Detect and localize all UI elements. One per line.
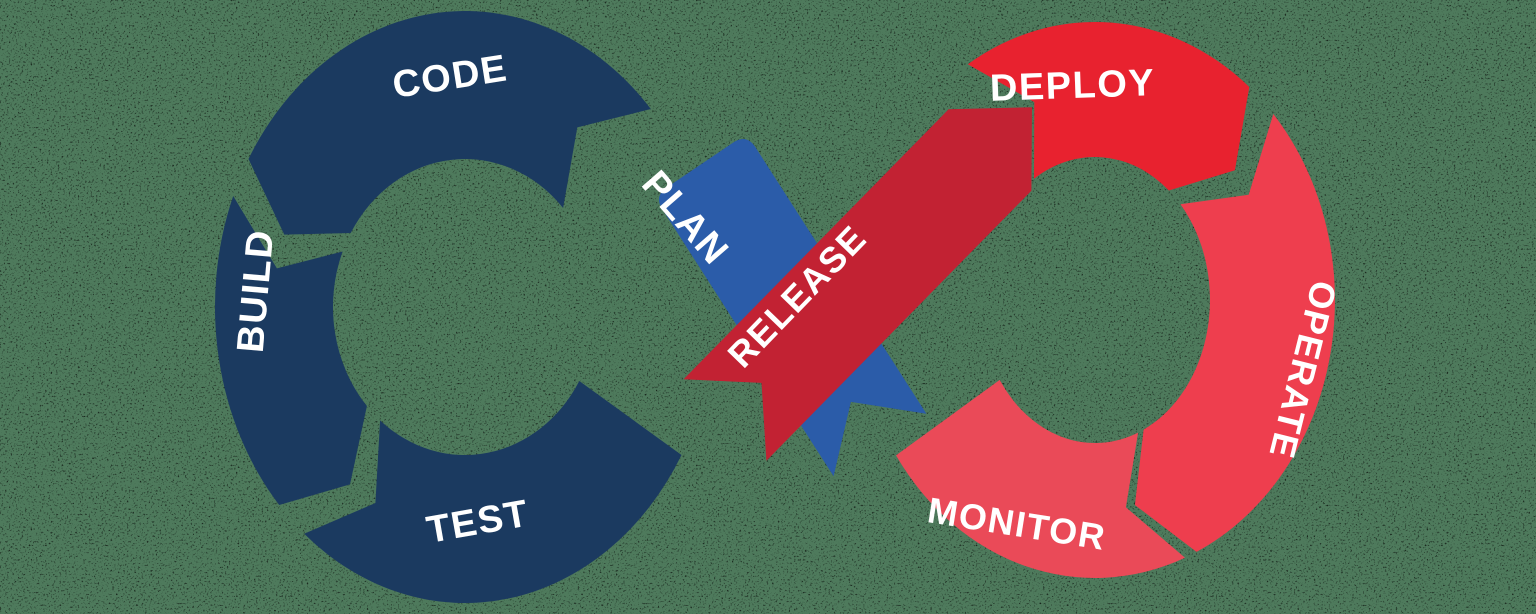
code-arc — [248, 11, 651, 235]
test-arc — [304, 381, 682, 604]
deploy-arc — [967, 21, 1250, 191]
deploy-label: DEPLOY — [989, 62, 1156, 110]
release-ribbon — [683, 107, 1032, 461]
build-arrow — [214, 196, 367, 505]
monitor-arc — [896, 379, 1185, 578]
operate-arc — [1134, 114, 1335, 552]
